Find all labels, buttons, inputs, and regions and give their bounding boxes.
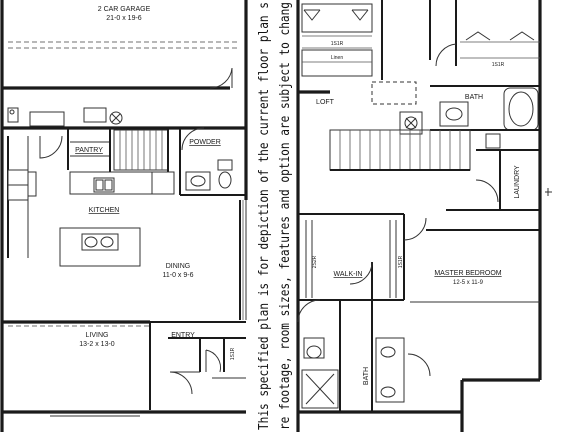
linen-label: Linen <box>331 55 343 61</box>
pantry-label: PANTRY <box>75 147 103 154</box>
main-floor-plan <box>0 0 248 432</box>
disclaimer-line-2: re footage, room sizes, features and opt… <box>277 2 293 430</box>
kitchen-label: KITCHEN <box>89 207 120 214</box>
master-bedroom-title: MASTER BEDROOM <box>434 270 501 277</box>
shelf-rod-label-bath-closet: 1S1R <box>492 62 505 68</box>
living-dimensions: 13-2 x 13-0 <box>79 341 115 348</box>
laundry-label: LAUNDRY <box>514 165 521 199</box>
garage-dimensions: 21-0 x 19-6 <box>106 15 142 22</box>
living-title: LIVING <box>86 332 109 339</box>
room-labels: 2 CAR GARAGE 21-0 x 19-6 PANTRY POWDER K… <box>75 6 521 385</box>
disclaimer: This specified plan is for depiction of … <box>256 2 293 430</box>
shelf-rod-label-walkin-left: 2S2R <box>312 255 318 268</box>
garage-title: 2 CAR GARAGE <box>98 6 151 13</box>
main-stairs <box>113 128 169 172</box>
walkin-label: WALK-IN <box>334 271 363 278</box>
upper-stairs <box>329 129 471 171</box>
powder-label: POWDER <box>189 139 221 146</box>
dining-dimensions: 11-0 x 9-6 <box>163 272 194 279</box>
entry-label: ENTRY <box>171 332 195 339</box>
shelf-rod-label-walkin-right: 1S1R <box>398 255 404 268</box>
shelf-rod-label-entry-closet: 1S1R <box>230 347 236 360</box>
shelf-rod-label-loft-closet: 1S1R <box>331 41 344 47</box>
upper-bath-label: BATH <box>465 94 483 101</box>
dining-title: DINING <box>166 263 191 270</box>
loft-label: LOFT <box>316 99 335 106</box>
master-bath-label: BATH <box>363 367 370 385</box>
disclaimer-line-1: This specified plan is for depiction of … <box>256 2 272 430</box>
upper-floor-plan <box>296 0 542 432</box>
master-bedroom-dimensions: 12-5 x 11-9 <box>453 280 484 286</box>
